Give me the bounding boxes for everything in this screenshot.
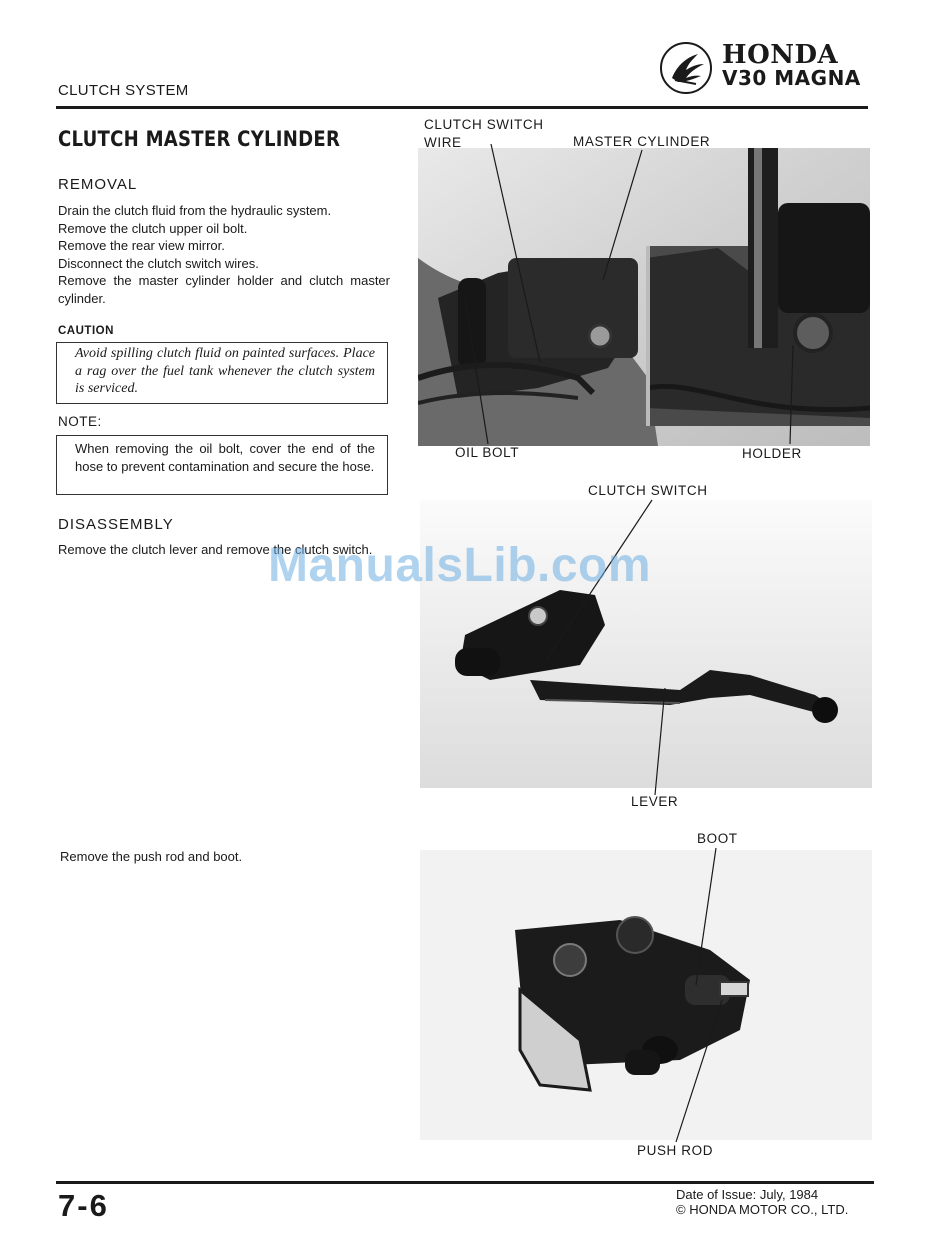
removal-step-3: Remove the rear view mirror. [58,238,225,253]
master-cylinder-photo [418,148,870,446]
removal-step-5: Remove the master cylinder holder and cl… [58,273,390,306]
page-number: 7-6 [58,1188,109,1223]
removal-step-4: Disconnect the clutch switch wires. [58,255,259,271]
leader-push-rod [675,999,723,1143]
leader-holder [789,344,794,445]
section-title: CLUTCH SYSTEM [58,82,189,99]
label-clutch-switch-wire-line2: WIRE [424,135,462,150]
label-oil-bolt: OIL BOLT [455,445,520,460]
page-title: CLUTCH MASTER CYLINDER [58,127,341,151]
disassembly-step-1: Remove the clutch lever and remove the c… [58,542,373,557]
disassembly-step-2: Remove the push rod and boot. [60,849,243,864]
removal-heading: REMOVAL [58,176,138,193]
note-label: NOTE: [58,414,102,429]
leader-boot [695,847,717,986]
brand-name: HONDA [722,40,839,70]
label-lever: LEVER [631,794,679,809]
issue-date: Date of Issue: July, 1984 [676,1187,819,1202]
leader-clutch-switch-wire [490,143,541,363]
caution-label: CAUTION [58,325,114,337]
leader-lever [654,687,666,796]
watermark: ManualsLib.com [268,539,652,592]
leader-master-cylinder [602,149,643,281]
note-box: When removing the oil bolt, cover the en… [56,435,388,495]
label-clutch-switch-wire-line1: CLUTCH SWITCH [424,117,544,132]
leader-clutch-switch [544,499,653,663]
label-boot: BOOT [697,831,738,846]
header-rule [56,106,868,109]
label-master-cylinder: MASTER CYLINDER [573,134,711,149]
caution-box: Avoid spilling clutch fluid on painted s… [56,342,388,404]
label-holder: HOLDER [742,446,802,461]
disassembly-heading: DISASSEMBLY [58,516,174,533]
note-text: When removing the oil bolt, cover the en… [75,441,375,474]
label-clutch-switch: CLUTCH SWITCH [588,483,708,498]
clutch-lever-photo [420,500,872,788]
brand-model: V30 MAGNA [722,66,861,90]
label-push-rod: PUSH ROD [637,1143,714,1158]
caution-text: Avoid spilling clutch fluid on painted s… [75,346,375,396]
removal-step-1: Drain the clutch fluid from the hydrauli… [58,203,332,218]
footer-rule [56,1181,874,1184]
leader-oil-bolt [464,299,489,445]
removal-step-2: Remove the clutch upper oil bolt. [58,220,248,236]
copyright: © HONDA MOTOR CO., LTD. [676,1202,849,1217]
push-rod-photo [420,850,872,1140]
honda-wing-icon [660,42,712,94]
